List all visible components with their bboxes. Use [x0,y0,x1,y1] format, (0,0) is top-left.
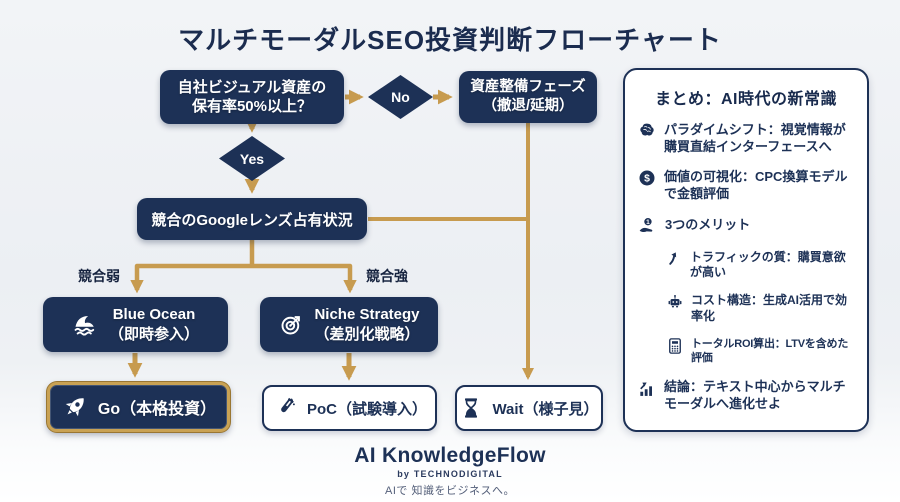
node-wait: Wait（様子見） [455,385,603,431]
summary-subitem-cost: コスト構造：生成AI活用で効率化 [666,293,855,325]
summary-item-text: 結論：テキスト中心からマルチモーダルへ進化せよ [664,378,846,412]
brand-logo-text: AI KnowledgeFlow [354,444,546,467]
test-tube-icon [272,395,298,421]
summary-item-paradigm: パラダイムシフト：視覚情報が購買直結インターフェースへ [637,121,855,155]
label-strong-competition: 競合強 [366,268,408,284]
summary-item-text: 価値の可視化：CPC換算モデルで金額評価 [664,169,848,202]
node-visual-asset-question: 自社ビジュアル資産の 保有率50%以上？ [160,70,344,124]
brain-icon [637,121,657,141]
node-wait-label: Wait（様子見） [492,400,599,418]
node-go: Go（本格投資） [47,382,230,432]
svg-text:$: $ [644,174,650,185]
footer: AI KnowledgeFlow by TECHNODIGITAL AIで 知識… [0,444,900,498]
dollar-circle-icon: $ [637,168,657,188]
wave-icon [72,311,100,339]
summary-item-text: パラダイムシフト：視覚情報が購買直結インターフェースへ [664,122,846,155]
summary-item-text: コスト構造：生成AI活用で効率化 [691,293,848,324]
hourglass-icon [459,396,483,420]
node-go-label: Go（本格投資） [97,401,217,418]
node-niche-strategy-label: Niche Strategy （差別化戦略） [314,306,420,343]
node-blue-ocean-label: Blue Ocean （即時参入） [108,306,199,343]
summary-item-value: $ 価値の可視化：CPC換算モデルで金額評価 [637,168,855,202]
robot-icon [666,293,684,311]
node-poc-label: PoC（試験導入） [306,400,427,418]
node-blue-ocean: Blue Ocean （即時参入） [43,297,228,352]
rocket-icon [61,393,89,421]
hand-coin-icon: 1 [637,216,658,237]
label-weak-competition: 競合弱 [78,268,120,284]
node-poc: PoC（試験導入） [262,385,437,431]
summary-item-text: トラフィックの質：購買意欲が高い [690,249,846,280]
node-google-lens: 競合のGoogleレンズ占有状況 [137,198,367,240]
page-title: マルチモーダルSEO投資判断フローチャート [178,25,722,55]
summary-subitem-traffic: トラフィックの質：購買意欲が高い [666,250,855,282]
calculator-icon [666,337,684,355]
summary-subitem-roi: トータルROI算出：LTVを含めた評価 [666,337,855,366]
node-asset-phase: 資産整備フェーズ （撤退/延期） [459,71,597,123]
diamond-yes: Yes [219,136,285,181]
summary-item-text: トータルROI算出：LTVを含めた評価 [691,337,849,365]
diamond-no: No [368,75,433,119]
brand-byline: by TECHNODIGITAL [397,469,503,480]
summary-item-text: 3つのメリット [665,216,751,232]
node-niche-strategy: Niche Strategy （差別化戦略） [260,297,438,352]
summary-item-merits: 1 3つのメリット [637,216,855,237]
bar-chart-icon [637,378,657,398]
summary-panel: まとめ：AI時代の新常識 パラダイムシフト：視覚情報が購買直結インターフェースへ… [623,68,869,432]
target-icon [278,311,305,338]
svg-text:1: 1 [646,219,650,226]
summary-heading: まとめ：AI時代の新常識 [654,91,837,108]
trend-up-icon [666,250,683,267]
summary-item-conclusion: 結論：テキスト中心からマルチモーダルへ進化せよ [637,378,855,412]
brand-tagline: AIで 知識をビジネスへ。 [385,485,515,498]
